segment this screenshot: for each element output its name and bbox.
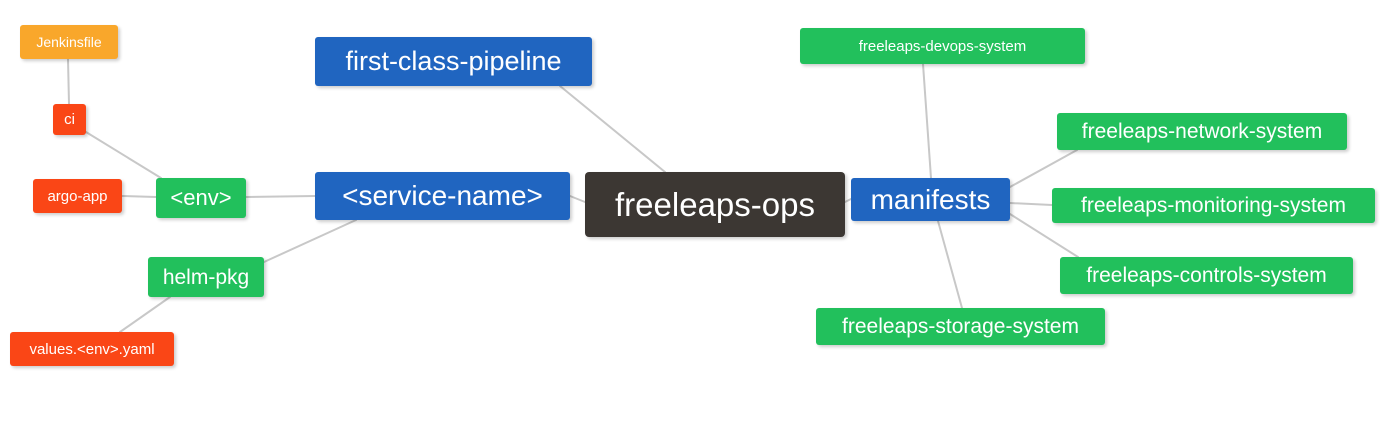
node-network-system[interactable]: freeleaps-network-system — [1057, 113, 1347, 150]
node-ci[interactable]: ci — [53, 104, 86, 135]
node-devops-system[interactable]: freeleaps-devops-system — [800, 28, 1085, 64]
node-storage-system[interactable]: freeleaps-storage-system — [816, 308, 1105, 345]
edge-service-name-to-helm-pkg — [263, 219, 357, 263]
node-label-service-name: <service-name> — [342, 180, 543, 211]
node-label-ci: ci — [64, 111, 75, 128]
node-label-monitoring-system: freeleaps-monitoring-system — [1081, 194, 1346, 217]
node-label-helm-pkg: helm-pkg — [162, 265, 250, 289]
node-label-devops-system: freeleaps-devops-system — [858, 37, 1027, 55]
node-label-storage-system: freeleaps-storage-system — [842, 315, 1079, 338]
node-label-network-system: freeleaps-network-system — [1081, 120, 1323, 143]
edge-env-to-argo-app — [121, 195, 157, 198]
edge-env-to-ci — [85, 131, 162, 179]
node-helm-pkg[interactable]: helm-pkg — [148, 257, 264, 297]
edge-root-to-pipeline — [559, 85, 666, 173]
edge-ci-to-jenkinsfile — [67, 58, 70, 105]
node-jenkinsfile[interactable]: Jenkinsfile — [20, 25, 118, 59]
edge-manifests-to-devops-system — [922, 63, 932, 179]
node-label-pipeline: first-class-pipeline — [345, 46, 562, 76]
node-env[interactable]: <env> — [156, 178, 246, 218]
node-pipeline[interactable]: first-class-pipeline — [315, 37, 592, 86]
node-argo-app[interactable]: argo-app — [33, 179, 122, 213]
edge-manifests-to-monitoring-system — [1009, 202, 1053, 206]
edge-root-to-service-name — [569, 195, 586, 203]
edge-helm-pkg-to-values-yaml — [119, 296, 171, 333]
edge-service-name-to-env — [245, 195, 316, 198]
node-root[interactable]: freeleaps-ops — [585, 172, 845, 237]
node-label-controls-system: freeleaps-controls-system — [1086, 264, 1327, 287]
node-service-name[interactable]: <service-name> — [315, 172, 570, 220]
edge-manifests-to-storage-system — [937, 220, 963, 309]
node-label-argo-app: argo-app — [47, 187, 108, 205]
node-label-jenkinsfile: Jenkinsfile — [36, 34, 102, 50]
node-manifests[interactable]: manifests — [851, 178, 1010, 221]
node-controls-system[interactable]: freeleaps-controls-system — [1060, 257, 1353, 294]
node-values-yaml[interactable]: values.<env>.yaml — [10, 332, 174, 366]
node-label-root: freeleaps-ops — [615, 186, 815, 223]
edge-manifests-to-network-system — [1009, 149, 1078, 188]
node-monitoring-system[interactable]: freeleaps-monitoring-system — [1052, 188, 1375, 223]
node-label-manifests: manifests — [870, 183, 991, 215]
node-label-env: <env> — [170, 185, 232, 210]
node-label-values-yaml: values.<env>.yaml — [29, 340, 155, 358]
